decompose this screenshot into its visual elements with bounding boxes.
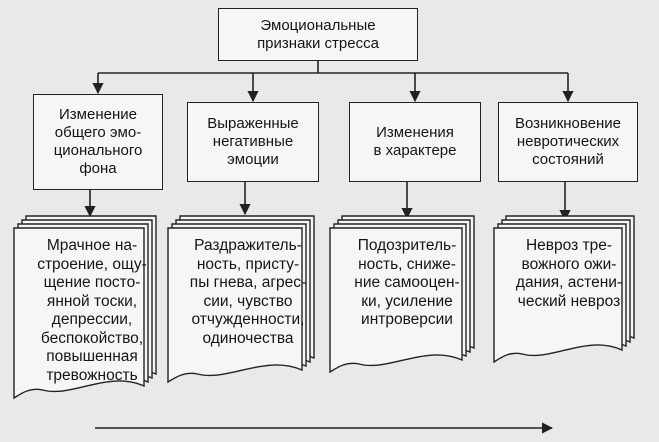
detail-text: Мрачное на- строение, ощу- щение посто- … — [37, 237, 147, 384]
document-sheet — [13, 227, 145, 400]
document-stacks — [13, 215, 635, 400]
category-label: Выраженные негативные эмоции — [207, 115, 299, 168]
category-box-negative-emotions: Выраженные негативные эмоции — [187, 102, 319, 182]
document-stack-1 — [13, 215, 157, 400]
document-sheet — [493, 227, 623, 364]
document-stack-2 — [167, 215, 315, 384]
detail-text-negative-emotions: Раздражитель- ность, присту- пы гнева, а… — [182, 237, 314, 377]
detail-text: Подозритель- ность, сниже- ние самооцен-… — [354, 237, 460, 328]
detail-text: Невроз тре- вожного ожи- дания, астени- … — [515, 237, 623, 310]
category-box-neurotic-states: Возникновение невротических состояний — [498, 102, 638, 182]
root-label: Эмоциональные признаки стресса — [257, 16, 379, 52]
category-box-emotional-background: Изменение общего эмо- ционального фона — [33, 94, 163, 190]
detail-text: Раздражитель- ность, присту- пы гнева, а… — [189, 237, 307, 347]
document-sheet — [167, 227, 303, 384]
category-label: Изменение общего эмо- ционального фона — [53, 106, 143, 177]
detail-text-character-changes: Подозритель- ность, сниже- ние самооцен-… — [342, 237, 472, 367]
category-label: Возникновение невротических состояний — [514, 115, 622, 168]
document-stack-4 — [493, 215, 635, 364]
document-sheet — [329, 227, 463, 374]
detail-text-emotional-background: Мрачное на- строение, ощу- щение посто- … — [28, 237, 156, 397]
category-label: Изменения в характере — [373, 124, 457, 159]
root-box: Эмоциональные признаки стресса — [218, 8, 418, 61]
document-stack-3 — [329, 215, 475, 374]
connector-lines — [84, 61, 574, 222]
category-box-character-changes: Изменения в характере — [349, 102, 481, 182]
detail-text-neurotic-states: Невроз тре- вожного ожи- дания, астени- … — [506, 237, 632, 357]
